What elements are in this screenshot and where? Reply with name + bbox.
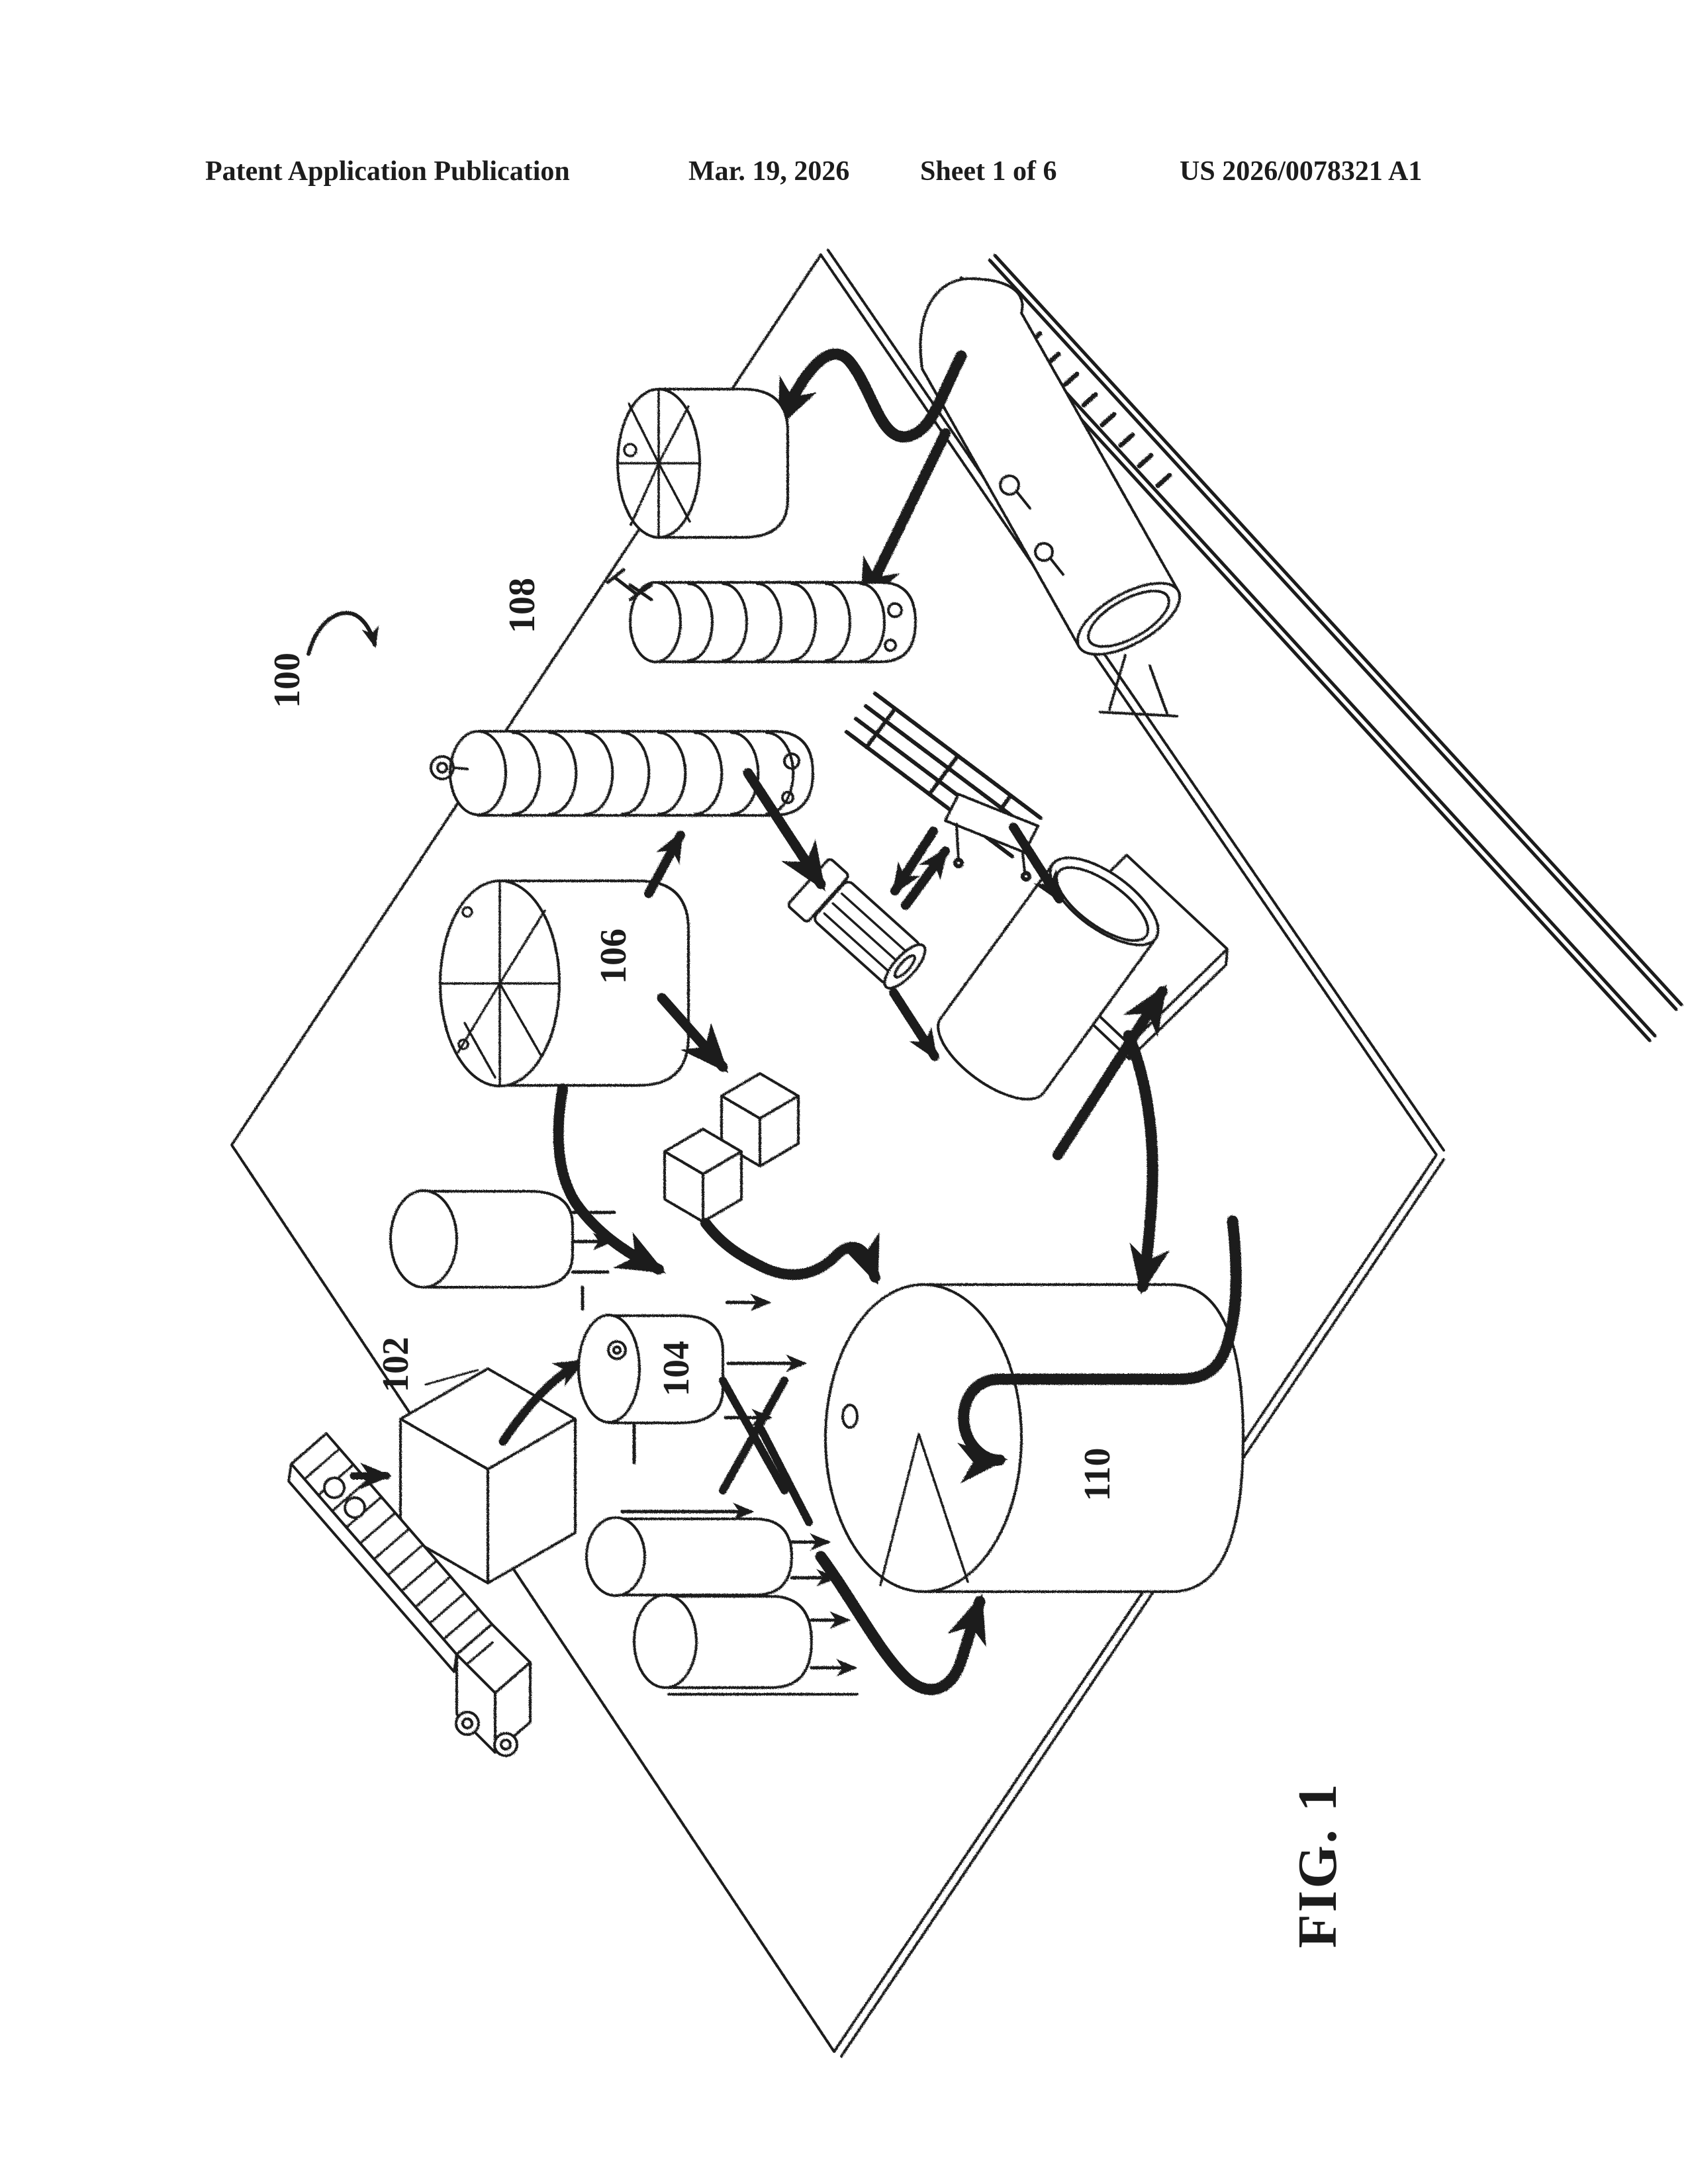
platform-outline: [230, 249, 1445, 2058]
tank-106: [439, 880, 690, 1087]
header-publication: Patent Application Publication: [205, 156, 570, 187]
bottom-cylinder-2: [633, 1594, 859, 1696]
flow-arrow-106-to-drum: [644, 830, 685, 898]
pedestal-cylinder: [937, 856, 1160, 1101]
ref-label-110: 110: [1077, 1448, 1118, 1502]
pipe-cubes-to-110: [700, 1218, 880, 1285]
header-date: Mar. 19, 2026: [688, 156, 849, 187]
flow-arrow-up-to-pedestal: [1053, 984, 1168, 1160]
header-sheet: Sheet 1 of 6: [920, 156, 1056, 187]
ribbed-drum-lower: [430, 730, 814, 817]
ref-label-104: 104: [656, 1341, 697, 1396]
tank-104-stand: [620, 1293, 813, 1526]
figure-caption: FIG. 1: [1287, 1782, 1348, 1948]
fan-tank: [616, 388, 789, 539]
tank-106-spokes: [440, 881, 559, 1086]
flow-arrow-rack-to-pedestal: [1009, 823, 1064, 903]
ref-label-102: 102: [375, 1337, 416, 1392]
pipe-to-drum: [859, 428, 951, 609]
flow-arrow-106-to-cubes: [657, 993, 729, 1073]
drum-port-icon: [430, 755, 469, 780]
header-document-number: US 2026/0078321 A1: [1180, 156, 1422, 187]
pipe-110-side-loop: [957, 1215, 1242, 1484]
process-cubes: [663, 1072, 800, 1223]
label-100-swoosh: [306, 611, 379, 656]
fan-spokes: [616, 389, 700, 537]
cylinder-support: [1099, 654, 1178, 717]
drum-nozzle-icon: [606, 568, 653, 602]
tank-104: [577, 1314, 724, 1465]
leader-102: [424, 1369, 479, 1386]
flow-arrow-rack-to-machine: [890, 827, 938, 895]
ref-label-100: 100: [267, 653, 308, 708]
flow-arrow-machine-down: [889, 988, 939, 1061]
ribbed-drum-upper: [606, 568, 917, 663]
flow-arrow-machine-to-rack: [901, 846, 950, 910]
tank-110: [824, 1283, 1244, 1593]
rail-receiving-cylinder: [919, 277, 1182, 717]
ref-label-106: 106: [593, 929, 634, 984]
ref-label-108: 108: [502, 578, 543, 633]
pipe-110-bottom-loop: [815, 1551, 986, 1696]
pipe-box-to-104: [498, 1357, 586, 1446]
pipe-106-down: [553, 1083, 666, 1275]
pipe-s-curve: [775, 348, 967, 443]
tank-110-cone: [879, 1433, 969, 1586]
flow-arrow-drum-to-machine: [743, 768, 826, 891]
holding-cylinder-left: [389, 1189, 616, 1311]
bottom-cylinder-1: [585, 1516, 838, 1597]
valve-fitting-icon: [999, 475, 1064, 576]
pipe-110-top-feed: [1123, 1030, 1170, 1295]
delivery-truck: [287, 1432, 532, 1757]
truck-cab: [455, 1623, 532, 1754]
